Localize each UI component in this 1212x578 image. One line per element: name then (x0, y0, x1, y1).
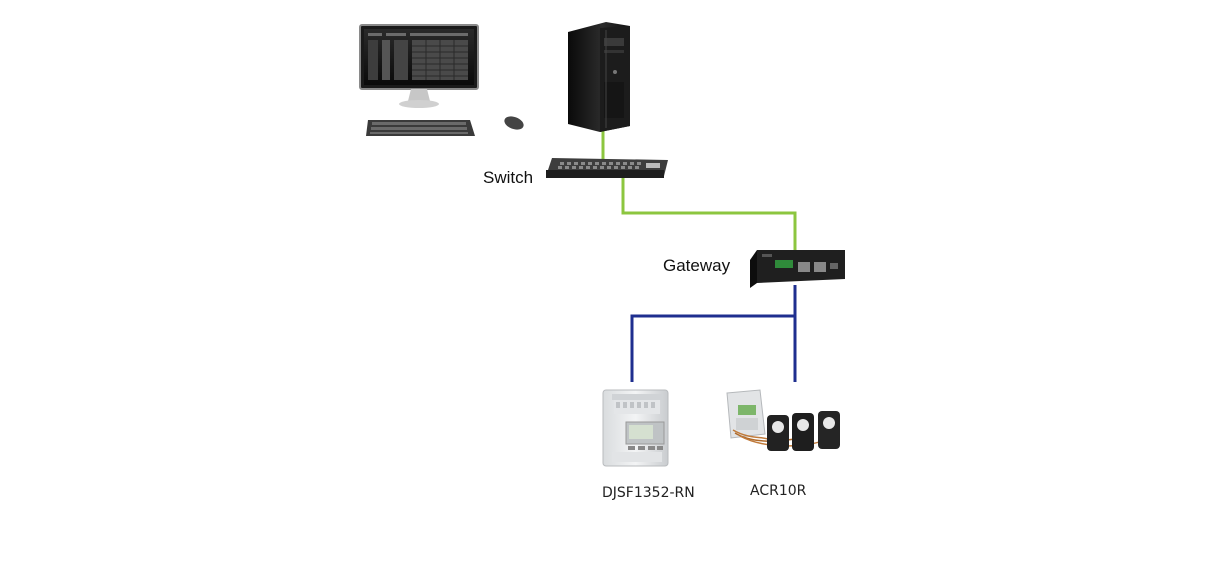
rs485-bus (630, 285, 797, 382)
server-tower-icon (568, 22, 630, 132)
acr10r-meter-icon (726, 389, 840, 451)
djsf1352-rn-meter-icon (602, 389, 669, 467)
bus-branch (630, 314, 795, 382)
desktop-computer-icon (359, 24, 479, 108)
gateway-label: Gateway (663, 256, 731, 275)
network-switch-icon (546, 158, 668, 178)
keyboard-icon (366, 120, 475, 136)
switch-label: Switch (483, 168, 534, 187)
djsf1352-rn-label: DJSF1352-RN (602, 485, 695, 501)
mouse-icon (504, 116, 524, 130)
ethernet-links (601, 128, 797, 250)
acr10r-label: ACR10R (750, 483, 807, 499)
gateway-device-icon (750, 250, 845, 288)
switch-gateway-link (621, 178, 797, 250)
